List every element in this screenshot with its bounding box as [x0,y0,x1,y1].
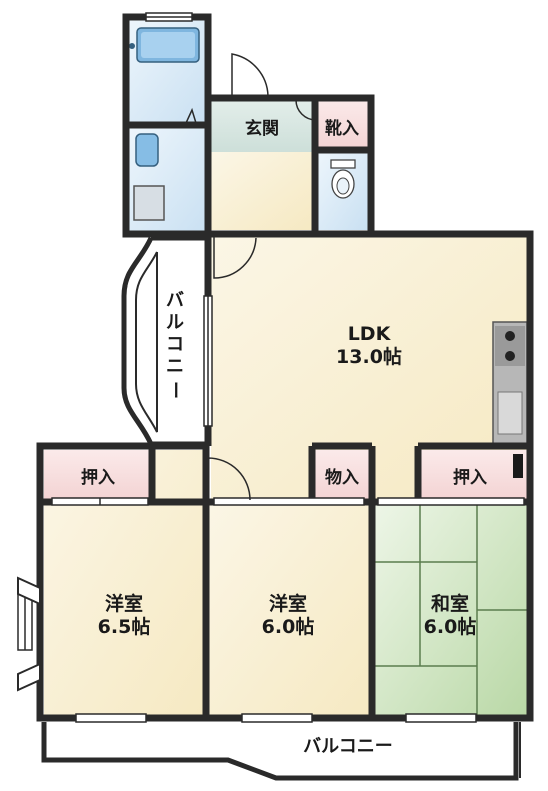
bay-window-wing [17,576,41,606]
stove-burner-icon [505,331,515,341]
bottom-balcony-label: バルコニー [303,736,393,757]
closet-left-floor [44,450,152,500]
japanese-room-floor [374,500,527,716]
kitchen-counter [492,321,528,445]
bottom-balcony-railing [41,722,519,781]
refrigerator-space [513,454,523,478]
side-balcony-char: バ [166,290,184,311]
sink-icon [497,391,523,435]
side-balcony-char: コ [166,334,184,355]
hall-floor [211,152,315,230]
ldk-name-label: LDK [348,323,392,345]
closet-sliding-doors [51,497,525,506]
side-balcony-char: ニ [166,356,184,377]
toilet-icon [330,159,356,199]
closet-right-floor [420,450,527,500]
washing-machine-icon [133,185,165,221]
western-room-1-size-label: 6.5帖 [98,615,151,638]
shoe-closet-floor [316,100,368,150]
side-balcony-floor [128,242,203,440]
stove-burner-icon [505,351,515,361]
washbasin-icon [135,133,159,167]
closet-right-label: 押入 [453,467,487,488]
storage-middle-label: 物入 [325,467,359,488]
side-balcony-char: ル [166,312,184,333]
side-balcony-railing [121,235,208,447]
genkan-label: 玄関 [245,118,279,139]
windows [17,12,477,723]
tatami-pattern [374,500,527,716]
western-room-2-name-label: 洋室 [269,592,307,615]
side-balcony-char: ー [164,381,185,399]
western-room-1-name-label: 洋室 [105,592,143,615]
shoe-closet-label: 靴入 [325,118,359,139]
faucet-icon [129,43,135,49]
closet-left-label: 押入 [81,467,115,488]
western-room-2-size-label: 6.0帖 [262,615,315,638]
side-balcony-label: バ ル コ ニ ー [164,290,185,399]
storage-middle-floor [314,450,370,500]
doors [184,53,317,501]
bathtub-inner [141,32,195,58]
japanese-room-size-label: 6.0帖 [424,615,477,638]
bay-window-wing [17,662,41,692]
bottom-balcony-floor [48,726,512,774]
ldk-size-label: 13.0帖 [336,345,402,368]
western-room-2-floor [209,500,370,716]
side-balcony-inner-rail [135,251,158,433]
japanese-room-name-label: 和室 [431,592,469,615]
